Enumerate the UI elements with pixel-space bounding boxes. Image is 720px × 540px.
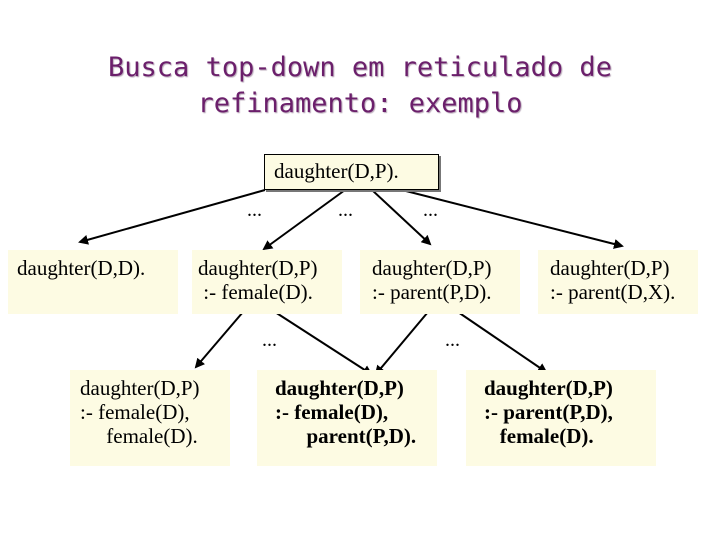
node-parent-dx-line2: :- parent(D,X). [550,280,676,304]
edge-parent-pd-to-parent-female [457,311,548,374]
node-parent-female-line3: female(D). [484,424,594,448]
ellipsis-root-right: ... [423,199,438,221]
node-female-line2: :- female(D). [198,280,313,304]
node-parent-dx: daughter(D,P) :- parent(D,X). [538,250,698,314]
node-female-line1: daughter(D,P) [198,256,318,280]
edge-female-to-female-female [194,311,244,369]
edge-root-to-parent-pd [371,189,432,246]
node-daughter-dd-line1: daughter(D,D). [17,256,146,280]
node-parent-pd: daughter(D,P) :- parent(P,D). [360,250,520,314]
slide-title-line1: Busca top-down em reticulado de [108,52,612,83]
slide-title-line2: refinamento: exemplo [197,88,523,119]
node-female: daughter(D,P) :- female(D). [192,250,342,314]
ellipsis-female: ... [262,329,277,351]
edge-parent-pd-to-female-parent [374,311,429,376]
node-female-parent-line3: parent(P,D). [275,424,417,448]
node-parent-female-line2: :- parent(P,D), [484,400,613,424]
node-female-parent: daughter(D,P) :- female(D), parent(P,D). [257,370,437,466]
node-parent-dx-line1: daughter(D,P) [550,256,670,280]
node-female-parent-line1: daughter(D,P) [275,376,404,400]
node-female-female: daughter(D,P) :- female(D), female(D). [70,370,230,466]
node-parent-female-line1: daughter(D,P) [484,376,613,400]
node-parent-pd-line1: daughter(D,P) [372,256,492,280]
node-female-female-line2: :- female(D), [80,400,190,424]
ellipsis-root-left: ... [247,199,262,221]
ellipsis-parent-pd: ... [445,329,460,351]
node-female-female-line1: daughter(D,P) [80,376,200,400]
node-root-line: daughter(D,P). [274,159,399,183]
node-parent-pd-line2: :- parent(P,D). [372,280,492,304]
node-female-female-line3: female(D). [80,424,198,448]
node-daughter-dd: daughter(D,D). [8,250,178,314]
node-female-parent-line2: :- female(D), [275,400,389,424]
node-root: daughter(D,P). [264,154,439,190]
edge-root-to-parent-dx [401,189,624,249]
edge-root-to-daughter-dd [78,189,266,245]
ellipsis-root-mid: ... [338,199,353,221]
edge-female-to-female-parent [274,311,373,376]
edge-root-to-female [262,189,346,251]
node-parent-female: daughter(D,P) :- parent(P,D), female(D). [466,370,656,466]
